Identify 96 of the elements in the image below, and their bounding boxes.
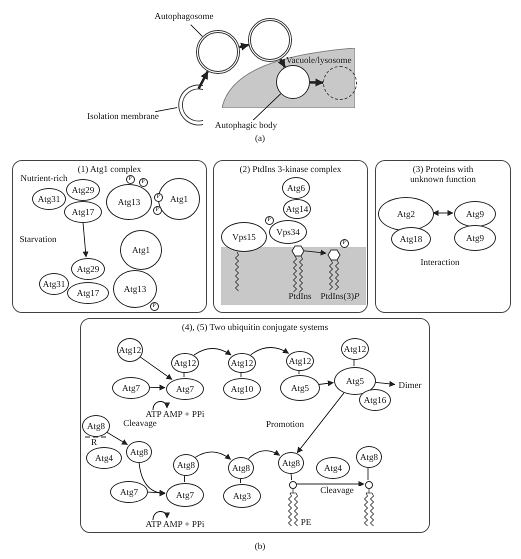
leader-line	[190, 24, 203, 37]
conjugate-bond	[290, 472, 292, 480]
protein-ellipse: Atg31	[39, 273, 69, 295]
panel-frame	[375, 160, 511, 313]
panel-frame	[12, 160, 207, 313]
arrow	[318, 380, 334, 386]
arrow	[148, 384, 166, 391]
protein-ellipse: Atg3	[223, 484, 261, 508]
protein-ellipse: Atg14	[283, 199, 311, 219]
membrane-arc	[177, 83, 203, 127]
arrow	[138, 462, 166, 496]
protein-ellipse: Atg12	[171, 353, 199, 373]
arrow	[296, 392, 345, 454]
protein-ellipse: Atg7	[110, 481, 148, 503]
arrow	[194, 452, 232, 460]
arrow	[248, 450, 280, 460]
annotation-text: Nutrient-rich	[20, 174, 68, 184]
arrow	[106, 431, 128, 446]
conjugate-bond	[240, 478, 242, 484]
protein-ellipse: Atg29	[66, 179, 100, 201]
figure-panel-label: (b)	[254, 542, 266, 552]
panel-title: (3) Proteins with unknown function	[409, 164, 477, 184]
protein-ellipse: Atg12	[341, 338, 369, 360]
panel-frame	[80, 318, 430, 533]
protein-ellipse: Vps15	[221, 222, 267, 252]
arrow	[198, 70, 209, 90]
protein-ellipse: Atg17	[67, 282, 109, 304]
lipid-drawing	[289, 245, 307, 293]
vacuole-region	[222, 48, 355, 108]
annotation-text: Interaction	[420, 258, 460, 268]
protein-ellipse: Atg18	[391, 227, 431, 251]
panel-title: (2) PtdIns 3-kinase complex	[238, 164, 342, 174]
protein-ellipse: Atg8	[126, 441, 152, 463]
protein-ellipse: Atg12	[286, 351, 314, 371]
protein-ellipse: Atg29	[71, 258, 105, 280]
protein-ellipse: Atg8	[228, 457, 254, 479]
arrow	[304, 250, 327, 256]
arrow	[296, 481, 364, 487]
protein-ellipse: Atg13	[106, 184, 152, 220]
lipid-drawing	[325, 249, 343, 293]
leader-line	[252, 93, 282, 121]
arrow	[194, 348, 232, 356]
protein-ellipse: Atg7	[166, 378, 204, 400]
structure-label: Isolation membrane	[83, 112, 163, 124]
protein-ellipse: Atg12	[117, 338, 143, 362]
arrow	[82, 222, 89, 258]
protein-ellipse: Atg12	[228, 353, 256, 373]
product-label: Dimer	[397, 381, 423, 393]
annotation-text: ATP AMP + PPi	[144, 410, 206, 420]
autophagosome-circle	[196, 30, 240, 74]
arrow	[374, 380, 396, 387]
arrow	[250, 347, 290, 356]
protein-ellipse: Atg5	[334, 367, 376, 395]
panel-title: (1) Atg1 complex	[76, 164, 142, 174]
protein-ellipse: Atg7	[112, 377, 150, 399]
protein-ellipse: Atg17	[64, 201, 102, 223]
protein-ellipse: Atg5	[280, 375, 320, 401]
lipid-drawing	[361, 481, 377, 527]
protein-ellipse: Atg8	[278, 452, 304, 474]
arrow	[310, 78, 324, 86]
protein-ellipse: Atg4	[316, 457, 350, 479]
protein-ellipse: Atg9	[454, 225, 496, 251]
annotation-text: R	[90, 438, 98, 448]
protein-ellipse: Atg8	[356, 446, 382, 468]
arrow	[278, 58, 286, 68]
lipid-label: PE	[300, 518, 312, 528]
protein-ellipse: Atg8	[82, 415, 110, 437]
degraded-body-circle	[323, 66, 357, 100]
arrow	[432, 210, 454, 216]
protein-ellipse: Atg7	[166, 483, 204, 507]
protein-ellipse: Atg1	[120, 230, 162, 270]
protein-ellipse: Atg10	[223, 378, 261, 400]
arrow	[239, 42, 250, 51]
conjugate-bond	[240, 372, 242, 378]
lipid-label: PtdIns(3)P	[320, 292, 360, 302]
arrow	[138, 356, 172, 380]
leader-line	[154, 107, 178, 112]
conjugate-bond	[298, 370, 300, 374]
region-label: Vacuole/lysosome	[286, 56, 352, 66]
protein-ellipse: Atg16	[359, 389, 391, 411]
annotation-text: ATP AMP + PPi	[144, 520, 206, 530]
lipid-drawing	[285, 481, 301, 527]
panel-title: (4), (5) Two ubiquitin conjugate systems	[180, 322, 330, 332]
structure-label: Autophagosome	[152, 12, 216, 24]
annotation-text: Starvation	[18, 235, 58, 245]
panel-frame	[213, 160, 368, 313]
protein-ellipse: Atg4	[86, 447, 122, 469]
protein-ellipse: Atg2	[378, 197, 434, 231]
conjugate-bond	[184, 474, 186, 482]
arrow	[146, 490, 166, 496]
structure-label: Autophagic body	[211, 121, 281, 133]
protein-ellipse: Atg6	[282, 177, 310, 199]
protein-ellipse: Atg9	[454, 201, 496, 227]
figure-panel-label: (a)	[254, 134, 266, 144]
protein-ellipse: Atg31	[32, 188, 66, 210]
protein-ellipse: Atg8	[173, 454, 199, 476]
